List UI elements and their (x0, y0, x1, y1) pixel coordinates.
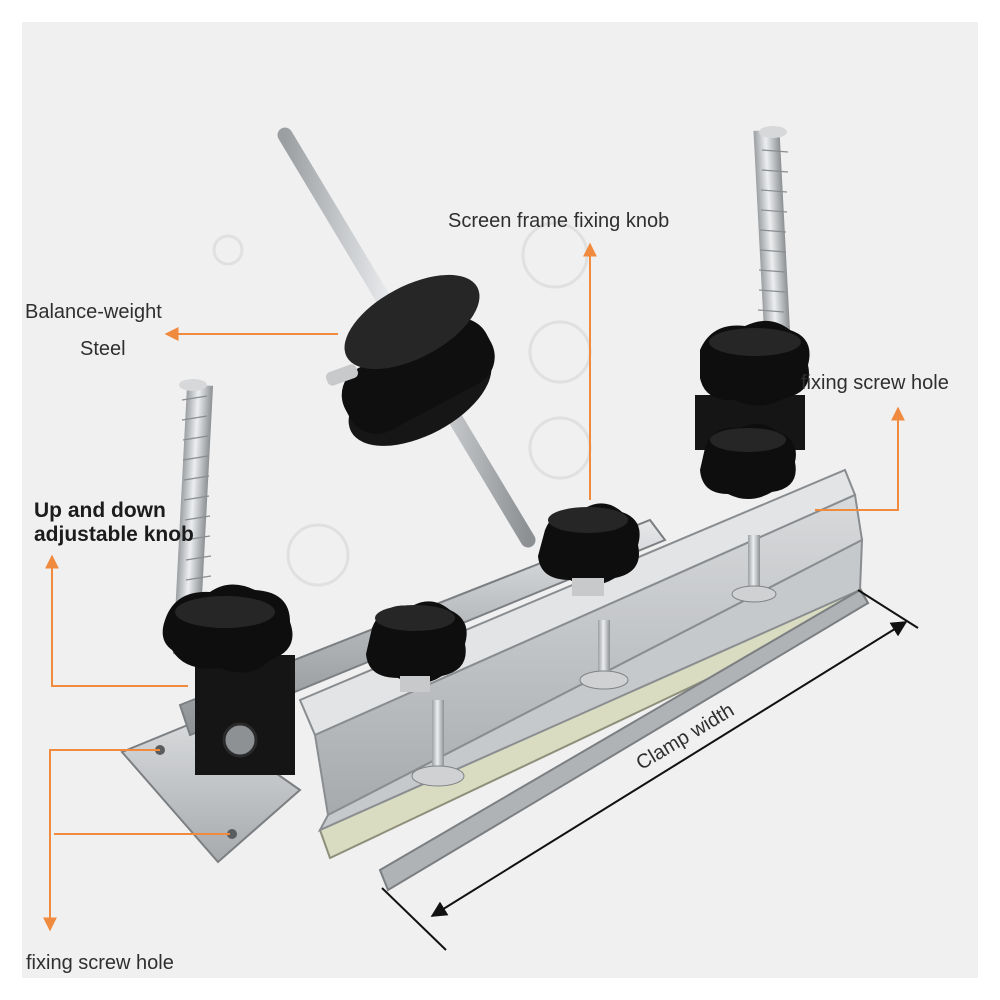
label-balance-weight: Balance-weight (25, 301, 162, 323)
label-steel: Steel (80, 338, 126, 360)
up-down-knob (162, 584, 293, 673)
label-adjustable-knob: adjustable knob (34, 523, 194, 546)
left-base-plate (120, 718, 302, 864)
up-down-knob-arrow (45, 554, 188, 687)
right-threaded-rod (753, 126, 793, 381)
right-upper-knob (700, 320, 810, 406)
label-fixing-screw-hole-bottom: fixing screw hole (26, 952, 174, 974)
balance-weight (325, 274, 495, 446)
label-fixing-screw-hole-right: fixing screw hole (801, 372, 949, 394)
right-lower-knob (700, 423, 796, 500)
clamp-width-dimension (381, 589, 919, 951)
screen-frame-knob-center (538, 503, 640, 596)
label-screen-frame-fixing-knob: Screen frame fixing knob (448, 210, 670, 232)
label-up-and-down: Up and down (34, 499, 166, 522)
fixing-hole-right-arrow (815, 406, 905, 511)
screw-hole-left-2 (227, 829, 237, 839)
left-mount-block (195, 655, 295, 775)
callout-arrows (43, 242, 905, 932)
left-threaded-rod (172, 379, 214, 656)
fixing-hole-bottom-arrow (43, 749, 160, 932)
